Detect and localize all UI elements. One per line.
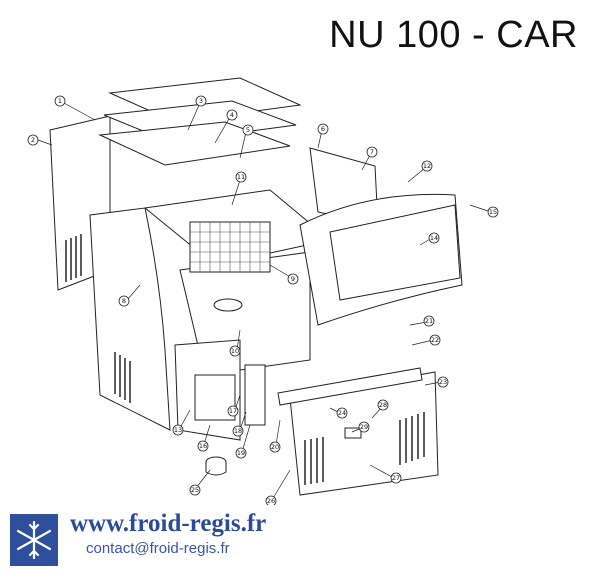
callout-29: 29 bbox=[358, 421, 370, 433]
diagram-title: NU 100 - CAR bbox=[329, 14, 578, 56]
exploded-parts-diagram: 1 2 3 4 5 6 7 8 9 10 11 12 13 14 15 16 1… bbox=[27, 77, 499, 505]
front-grille-panel bbox=[277, 367, 439, 496]
website-link[interactable]: www.froid-regis.fr bbox=[70, 510, 267, 537]
svg-text:4: 4 bbox=[230, 111, 234, 119]
svg-text:5: 5 bbox=[246, 126, 250, 134]
svg-text:19: 19 bbox=[237, 449, 245, 457]
callout-8: 8 bbox=[118, 295, 130, 307]
svg-text:25: 25 bbox=[191, 486, 199, 494]
svg-text:21: 21 bbox=[425, 317, 433, 325]
callout-11: 11 bbox=[235, 171, 247, 183]
svg-text:13: 13 bbox=[174, 426, 182, 434]
callout-20: 20 bbox=[269, 441, 281, 453]
top-cover-stack bbox=[98, 77, 302, 166]
svg-text:9: 9 bbox=[291, 275, 295, 283]
svg-text:10: 10 bbox=[231, 347, 239, 355]
callout-26: 26 bbox=[265, 495, 277, 505]
callout-25: 25 bbox=[189, 484, 201, 496]
callout-1: 1 bbox=[54, 95, 66, 107]
callout-5: 5 bbox=[242, 124, 254, 136]
svg-text:11: 11 bbox=[237, 173, 245, 181]
callout-17: 17 bbox=[227, 405, 239, 417]
callout-21: 21 bbox=[423, 315, 435, 327]
leader-lines bbox=[37, 102, 492, 501]
callout-12: 12 bbox=[421, 160, 433, 172]
contact-email-link[interactable]: contact@froid-regis.fr bbox=[86, 540, 230, 557]
callout-28: 28 bbox=[377, 399, 389, 411]
svg-text:17: 17 bbox=[229, 407, 237, 415]
svg-text:22: 22 bbox=[431, 336, 439, 344]
svg-text:7: 7 bbox=[370, 148, 374, 156]
callout-6: 6 bbox=[317, 123, 329, 135]
compressor-section bbox=[174, 339, 266, 441]
svg-text:15: 15 bbox=[489, 208, 497, 216]
svg-text:24: 24 bbox=[338, 409, 346, 417]
grille-vents bbox=[304, 412, 425, 485]
callout-4: 4 bbox=[226, 109, 238, 121]
svg-text:1: 1 bbox=[58, 97, 62, 105]
svg-text:18: 18 bbox=[234, 427, 242, 435]
callout-22: 22 bbox=[429, 334, 441, 346]
callout-19: 19 bbox=[235, 447, 247, 459]
svg-text:8: 8 bbox=[122, 297, 126, 305]
callout-27: 27 bbox=[390, 472, 402, 484]
svg-text:28: 28 bbox=[379, 401, 387, 409]
svg-text:2: 2 bbox=[31, 136, 35, 144]
callout-2: 2 bbox=[27, 134, 39, 146]
svg-text:16: 16 bbox=[199, 442, 207, 450]
drain-cap bbox=[205, 456, 227, 476]
side-vents bbox=[114, 352, 131, 403]
callout-10: 10 bbox=[229, 345, 241, 357]
callout-18: 18 bbox=[232, 425, 244, 437]
svg-text:14: 14 bbox=[430, 234, 438, 242]
svg-text:26: 26 bbox=[267, 497, 275, 505]
svg-text:20: 20 bbox=[271, 443, 279, 451]
callout-16: 16 bbox=[197, 440, 209, 452]
callout-3: 3 bbox=[195, 95, 207, 107]
evaporator-grid bbox=[190, 222, 270, 272]
callout-9: 9 bbox=[287, 273, 299, 285]
bin-door bbox=[299, 193, 463, 326]
svg-text:23: 23 bbox=[439, 378, 447, 386]
callout-24: 24 bbox=[336, 407, 348, 419]
callout-13: 13 bbox=[172, 424, 184, 436]
svg-text:27: 27 bbox=[392, 474, 400, 482]
svg-text:3: 3 bbox=[199, 97, 203, 105]
callout-15: 15 bbox=[487, 206, 499, 218]
svg-text:29: 29 bbox=[360, 423, 368, 431]
cabinet-left-side bbox=[89, 207, 171, 431]
svg-text:12: 12 bbox=[423, 162, 431, 170]
callout-7: 7 bbox=[366, 146, 378, 158]
snowflake-icon bbox=[10, 514, 58, 566]
callout-23: 23 bbox=[437, 376, 449, 388]
svg-text:6: 6 bbox=[321, 125, 325, 133]
callout-14: 14 bbox=[428, 232, 440, 244]
panel-vents bbox=[65, 234, 82, 282]
